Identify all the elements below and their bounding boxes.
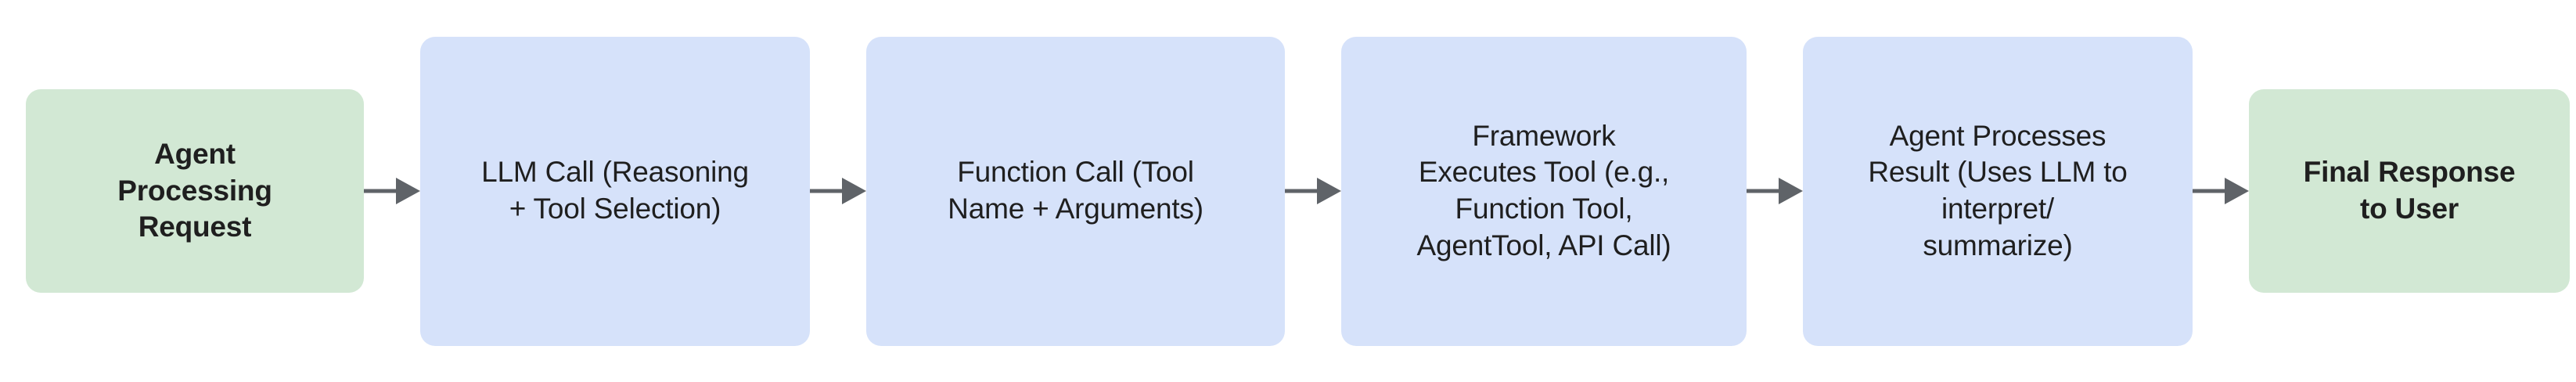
arrow-right-icon-3 xyxy=(1285,178,1341,204)
arrow-shaft xyxy=(1747,189,1784,193)
arrow-head xyxy=(842,178,866,204)
arrow-shaft xyxy=(2193,189,2230,193)
node-function-call[interactable]: Function Call (Tool Name + Arguments) xyxy=(866,36,1285,346)
node-label: LLM Call (Reasoning + Tool Selection) xyxy=(481,156,749,225)
node-framework-executes-tool[interactable]: Framework Executes Tool (e.g., Function … xyxy=(1341,36,1747,346)
arrow-right-icon-5 xyxy=(2193,178,2249,204)
node-label: Agent Processing Request xyxy=(117,138,272,243)
arrow-shaft xyxy=(364,189,401,193)
arrow-head xyxy=(2225,178,2249,204)
node-llm-call[interactable]: LLM Call (Reasoning + Tool Selection) xyxy=(420,36,810,346)
arrow-right-icon-4 xyxy=(1747,178,1803,204)
node-label: Function Call (Tool Name + Arguments) xyxy=(948,156,1203,225)
node-agent-processing-request[interactable]: Agent Processing Request xyxy=(26,89,364,293)
node-label: Agent Processes Result (Uses LLM to inte… xyxy=(1868,119,2128,261)
arrow-head xyxy=(396,178,420,204)
arrow-shaft xyxy=(810,189,847,193)
node-label: Framework Executes Tool (e.g., Function … xyxy=(1416,119,1671,261)
arrow-head xyxy=(1779,178,1803,204)
node-agent-processes-result[interactable]: Agent Processes Result (Uses LLM to inte… xyxy=(1803,36,2193,346)
node-label: Final Response to User xyxy=(2303,156,2516,225)
arrow-right-icon-1 xyxy=(364,178,420,204)
node-final-response-to-user[interactable]: Final Response to User xyxy=(2249,89,2570,293)
arrow-head xyxy=(1317,178,1341,204)
arrow-right-icon-2 xyxy=(810,178,866,204)
arrow-shaft xyxy=(1285,189,1322,193)
